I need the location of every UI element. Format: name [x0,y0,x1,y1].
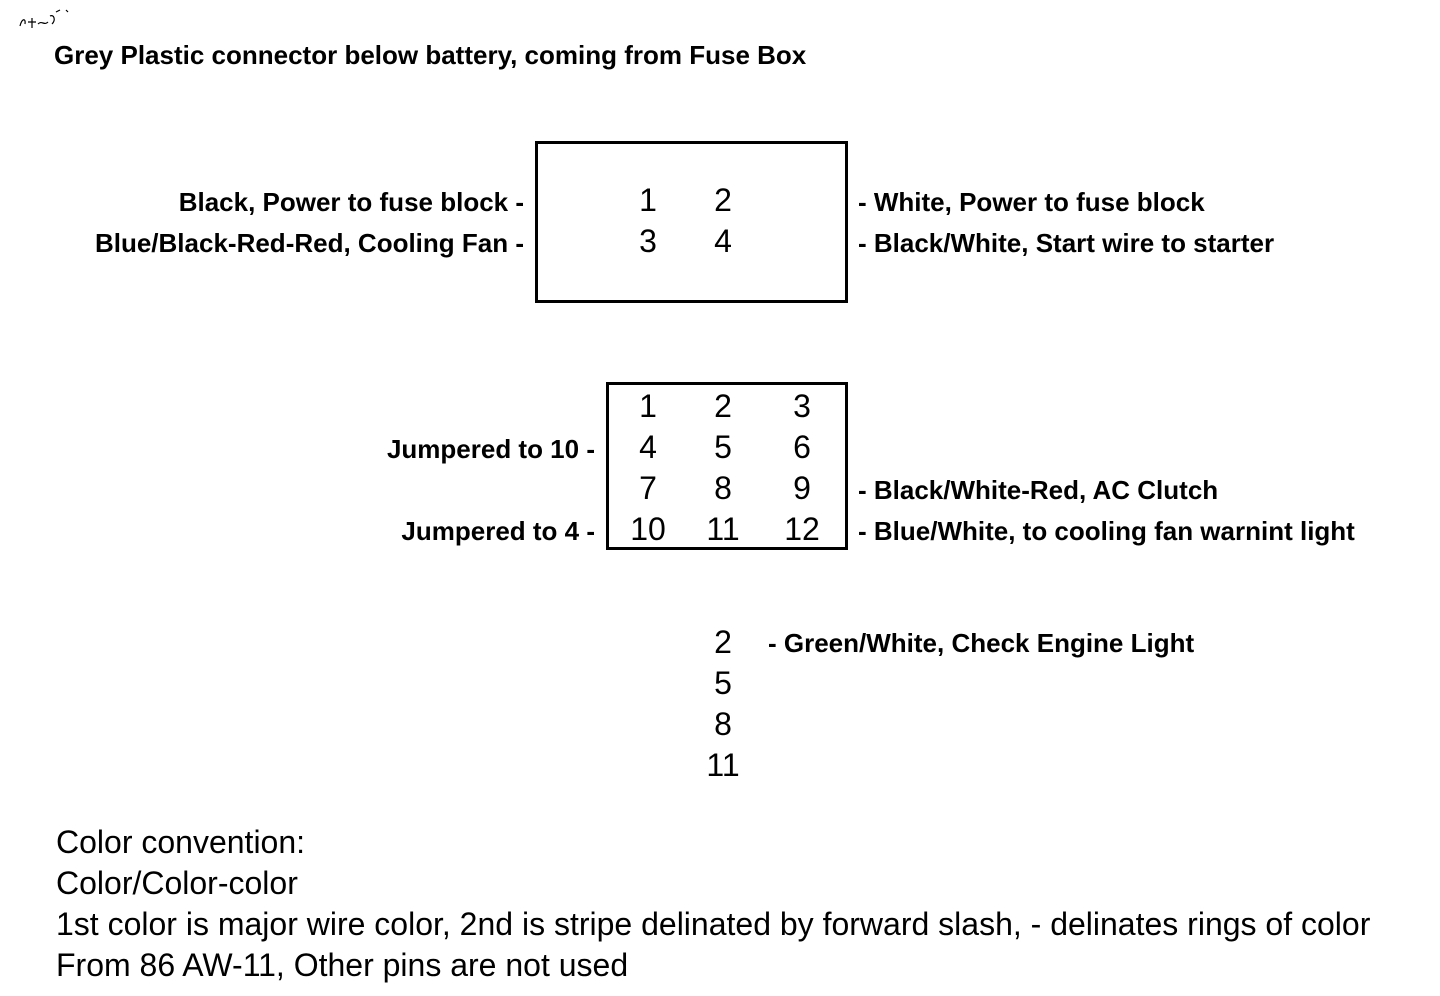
connector-b-pin: 2 [714,388,732,424]
connector-b-pin: 6 [793,429,811,465]
connector-b-right-label: - Blue/White, to cooling fan warnint lig… [858,516,1355,546]
connector-a-right-label: - Black/White, Start wire to starter [858,228,1275,258]
connector-b-left-label: Jumpered to 10 - [386,434,595,464]
connector-b-pin: 7 [639,470,657,506]
connector-c-pin: 11 [706,747,740,783]
connector-a-pin: 3 [639,223,657,259]
connector-c-pin: 8 [714,706,732,742]
connector-b-pin: 1 [639,388,657,424]
connector-b-pin: 11 [706,511,740,547]
connector-b-pin: 5 [714,429,732,465]
note-line-4: From 86 AW-11, Other pins are not used [56,947,629,983]
connector-c-pin: 2 [714,624,732,660]
connector-c-right-label: - Green/White, Check Engine Light [768,628,1195,658]
connector-b-pin: 12 [784,511,820,547]
connector-b-pin: 10 [630,511,666,547]
connector-b-left-label: Jumpered to 4 - [401,516,595,546]
connector-c-pin: 5 [714,665,732,701]
connector-b-pin: 4 [639,429,657,465]
connector-a-pin: 1 [639,182,657,218]
connector-b-pin: 9 [793,470,811,506]
page-title: Grey Plastic connector below battery, co… [54,40,807,70]
connector-a-left-label: Black, Power to fuse block - [178,187,524,217]
connector-b-pin: 8 [714,470,732,506]
connector-b-right-label: - Black/White-Red, AC Clutch [858,475,1219,505]
connector-b-box [606,382,848,550]
connector-a-pin: 4 [714,223,732,259]
connector-a-box [535,141,848,303]
connector-a-right-label: - White, Power to fuse block [858,187,1205,217]
note-line-3: 1st color is major wire color, 2nd is st… [56,906,1371,942]
connector-a-left-label: Blue/Black-Red-Red, Cooling Fan - [94,228,524,258]
note-line-2: Color/Color-color [56,865,298,901]
connector-a-pin: 2 [714,182,732,218]
handwritten-scribble [19,9,69,28]
connector-b-pin: 3 [793,388,811,424]
note-line-1: Color convention: [56,824,306,860]
